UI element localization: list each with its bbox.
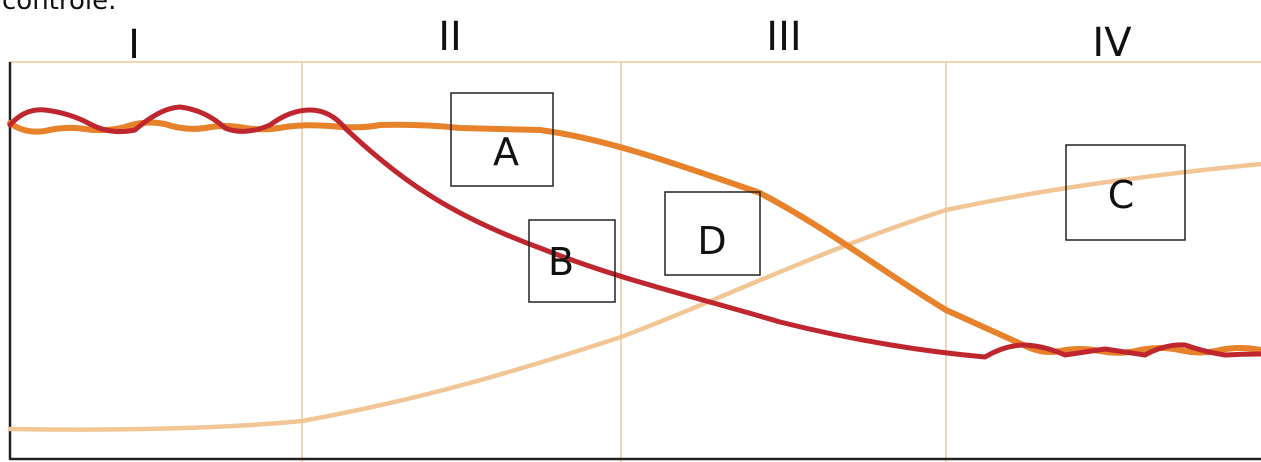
axes bbox=[8, 62, 1261, 461]
box-a: A bbox=[450, 92, 554, 187]
box-c-label: C bbox=[1108, 173, 1135, 217]
phase-label-2: II bbox=[438, 14, 462, 60]
curve-c bbox=[7, 161, 1261, 432]
phase-label-3: III bbox=[766, 14, 801, 60]
box-d-label: D bbox=[697, 219, 726, 263]
box-b-label: B bbox=[548, 240, 574, 284]
box-b: B bbox=[528, 219, 616, 303]
box-a-frame bbox=[450, 92, 554, 187]
phase-label-1: I bbox=[128, 22, 140, 68]
grid-lines bbox=[10, 61, 1261, 462]
header-text: controle. bbox=[2, 0, 117, 16]
box-d-frame bbox=[664, 191, 761, 276]
box-b-frame bbox=[528, 219, 616, 303]
curve-b bbox=[7, 104, 1261, 360]
box-c-frame bbox=[1065, 144, 1186, 241]
box-c: C bbox=[1065, 144, 1186, 241]
box-d: D bbox=[664, 191, 761, 276]
box-a-label: A bbox=[493, 130, 519, 174]
phase-label-4: IV bbox=[1092, 20, 1132, 66]
curve-a bbox=[7, 119, 1261, 356]
